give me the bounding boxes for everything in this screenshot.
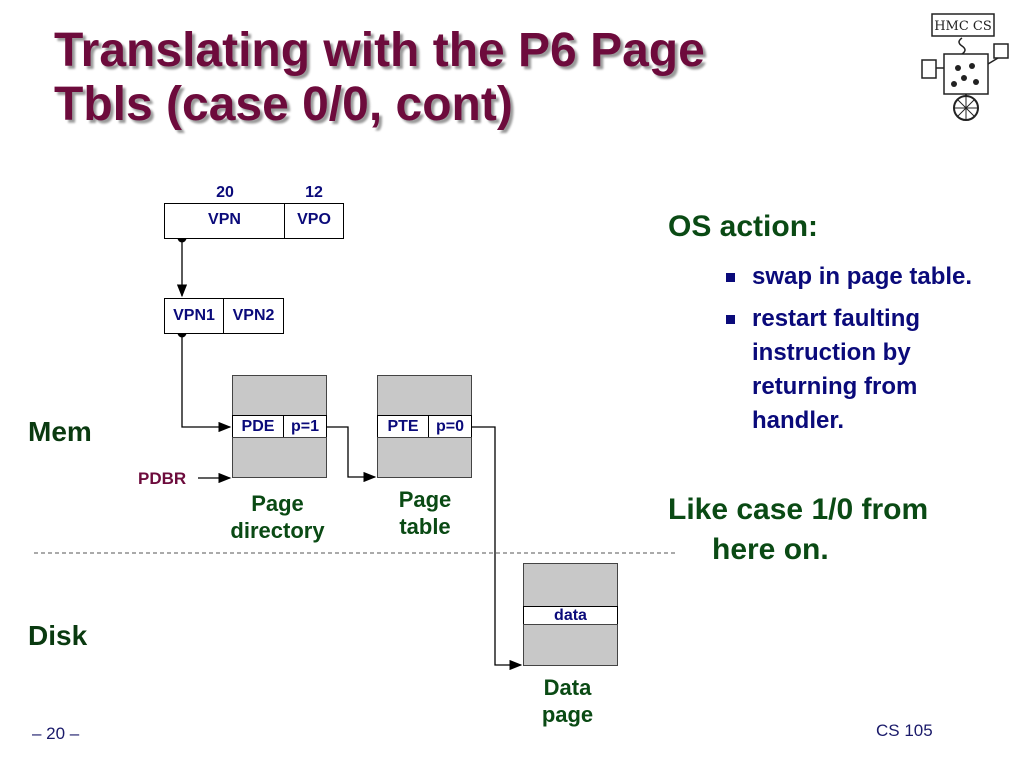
svg-text:HMC CS: HMC CS [934,19,992,34]
pde-to-pte-arrow [326,426,377,483]
pde-entry: PDE [232,415,284,438]
course-label: CS 105 [876,721,933,740]
conclusion-text: Like case 1/0 from here on. [668,493,929,566]
hmc-cs-logo-icon: HMC CS [921,13,1009,121]
os-action-list: swap in page table. restart faulting ins… [722,260,992,446]
vpn-field: VPN [164,203,285,239]
bullet-square-icon [726,273,735,282]
title-line-2: Tbls (case 0/0, cont) [54,78,513,131]
vpn2-field: VPN2 [223,298,284,334]
os-action-heading: OS action: [668,210,819,243]
pte-entry: PTE [377,415,429,438]
vpo-field: VPO [284,203,344,239]
page-directory-bottom [232,437,327,478]
disk-label: Disk [28,620,88,651]
data-page-bottom [523,624,618,666]
slide-title: Translating with the P6 Page Tbls (case … [54,24,814,132]
data-page-caption: Data page [541,675,594,727]
vpn-bit-width: 20 [216,184,234,201]
pdbr-label: PDBR [138,469,187,488]
page-table-bottom [377,437,472,478]
data-page-top [523,563,618,607]
pde-present-bit: p=1 [283,415,327,438]
list-item: restart faulting instruction by returnin… [722,302,992,438]
page-table-caption: Page table [398,487,452,539]
vpo-bit-width: 12 [305,184,323,201]
list-item: swap in page table. [722,260,992,294]
title-line-1: Translating with the P6 Page [54,24,705,77]
vpn1-to-pde-arrow [181,333,232,433]
page-table-top [377,375,472,416]
bullet-square-icon [726,315,735,324]
page-directory-caption: Page directory [230,491,325,543]
pte-to-data-arrow [471,426,523,671]
mem-label: Mem [28,416,92,447]
pte-present-bit: p=0 [428,415,472,438]
page-directory-top [232,375,327,416]
vpn1-field: VPN1 [164,298,224,334]
data-entry: data [523,606,618,625]
page-number: – 20 – [32,724,80,743]
